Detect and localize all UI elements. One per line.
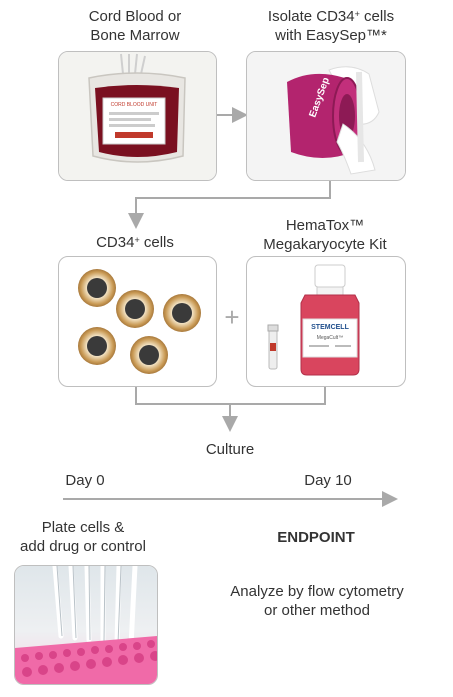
cd34-cells-panel bbox=[58, 256, 217, 387]
plate-image bbox=[15, 566, 157, 684]
kit-bottle-image: STEMCELL MegaCult™ bbox=[267, 264, 360, 376]
superscript-plus: + bbox=[354, 9, 360, 19]
cd34-cells-label: CD34+ cells bbox=[60, 233, 210, 252]
cord-blood-label-line1: Cord Blood or bbox=[88, 8, 182, 25]
blood-bag-panel: CORD BLOOD UNIT bbox=[58, 51, 217, 181]
bottle-product-text: MegaCult™ bbox=[317, 335, 343, 341]
isolate-label-line2: with EasySep™* bbox=[275, 27, 387, 44]
easysep-magnet-image: EasySep bbox=[247, 52, 405, 180]
culture-label: Culture bbox=[205, 441, 255, 458]
isolate-label-line1: Isolate CD34+ cells bbox=[246, 7, 416, 26]
cd34-cells-text: CD34 bbox=[96, 234, 135, 251]
pipetting-plate-photo bbox=[14, 565, 158, 685]
easysep-panel: EasySep bbox=[246, 51, 406, 181]
arrow-to-cd34 bbox=[128, 181, 331, 229]
plus-sign: + bbox=[224, 302, 240, 332]
bottle-brand-text: STEMCELL bbox=[311, 324, 349, 331]
endpoint-line1: Analyze by flow cytometry bbox=[230, 583, 404, 600]
plate-label-line2: add drug or control bbox=[20, 538, 146, 555]
cell bbox=[78, 269, 116, 307]
cell bbox=[163, 294, 201, 332]
endpoint-description: Analyze by flow cytometry or other metho… bbox=[214, 582, 420, 620]
cord-blood-label: Cord Blood or Bone Marrow bbox=[60, 7, 210, 45]
day-0-label: Day 0 bbox=[65, 472, 105, 489]
isolate-label-cells: cells bbox=[359, 8, 395, 25]
cell bbox=[78, 327, 116, 365]
hematox-label-line2: Megakaryocyte Kit bbox=[263, 236, 387, 253]
blood-bag-image: CORD BLOOD UNIT bbox=[59, 52, 216, 180]
hematox-kit-panel: STEMCELL MegaCult™ bbox=[246, 256, 406, 387]
superscript-plus: + bbox=[134, 235, 140, 245]
blood-bag-label-text: CORD BLOOD UNIT bbox=[111, 102, 158, 108]
bracket-to-culture bbox=[135, 386, 326, 405]
plate-cells-label: Plate cells & add drug or control bbox=[4, 518, 162, 556]
cd34-cells-suffix: cells bbox=[139, 234, 174, 251]
cord-blood-label-line2: Bone Marrow bbox=[90, 27, 180, 44]
cell bbox=[130, 336, 168, 374]
day-10-label: Day 10 bbox=[304, 472, 352, 489]
hematox-kit-label: HemaTox™ Megakaryocyte Kit bbox=[236, 216, 414, 254]
cell bbox=[116, 290, 154, 328]
endpoint-line2: or other method bbox=[264, 602, 370, 619]
endpoint-title: ENDPOINT bbox=[277, 529, 355, 546]
isolate-label-text: Isolate CD34 bbox=[267, 8, 355, 25]
isolate-label: Isolate CD34+ cells with EasySep™* bbox=[246, 7, 416, 45]
plate-label-line1: Plate cells & bbox=[41, 519, 125, 536]
hematox-label-line1: HemaTox™ bbox=[285, 217, 365, 234]
cells-image bbox=[78, 269, 201, 374]
